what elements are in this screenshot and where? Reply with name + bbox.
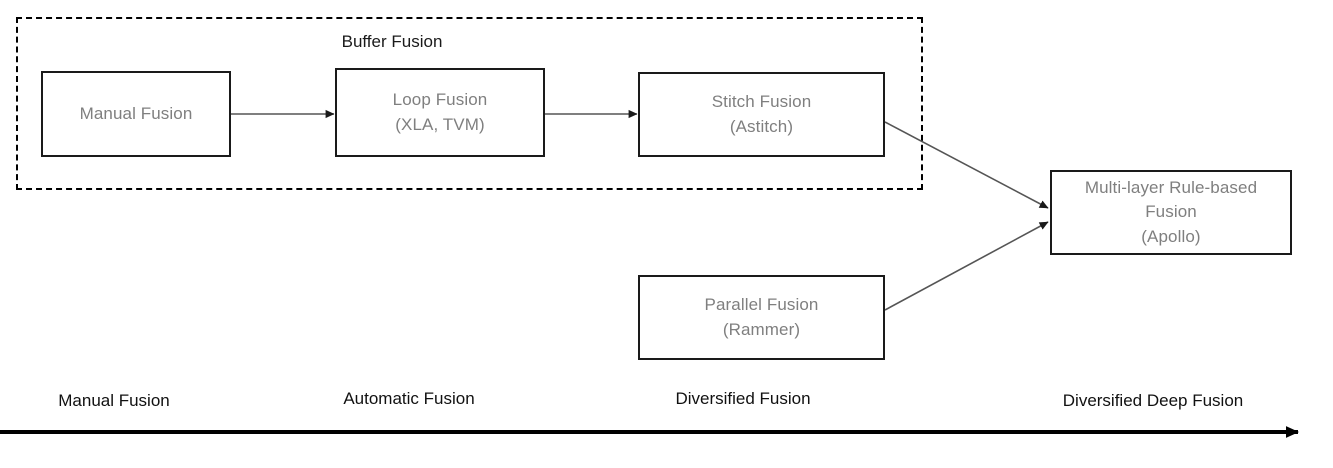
buffer-fusion-group-label: Buffer Fusion: [341, 32, 443, 51]
node-parallel-fusion[interactable]: Parallel Fusion (Rammer): [638, 275, 885, 360]
timeline-stage-diversified-fusion: Diversified Fusion: [675, 389, 811, 408]
node-label: Loop Fusion (XLA, TVM): [392, 89, 488, 134]
node-stitch-fusion[interactable]: Stitch Fusion (Astitch): [638, 72, 885, 157]
timeline-stage-diversified-deep-fusion: Diversified Deep Fusion: [1062, 391, 1244, 410]
node-label: Stitch Fusion (Astitch): [711, 91, 812, 136]
edge-parallel-to-apollo: [884, 221, 1049, 311]
node-loop-fusion[interactable]: Loop Fusion (XLA, TVM): [335, 68, 545, 157]
node-manual-fusion[interactable]: Manual Fusion: [41, 71, 231, 157]
node-multi-layer-rule-based-fusion[interactable]: Multi-layer Rule-based Fusion (Apollo): [1050, 170, 1292, 255]
node-label: Manual Fusion: [79, 103, 193, 123]
node-label: Parallel Fusion (Rammer): [704, 294, 819, 339]
timeline-stage-automatic-fusion: Automatic Fusion: [343, 389, 475, 408]
node-label: Multi-layer Rule-based Fusion (Apollo): [1084, 177, 1258, 246]
timeline-stage-manual-fusion: Manual Fusion: [58, 391, 170, 410]
buffer-fusion-group-box: [16, 17, 923, 190]
